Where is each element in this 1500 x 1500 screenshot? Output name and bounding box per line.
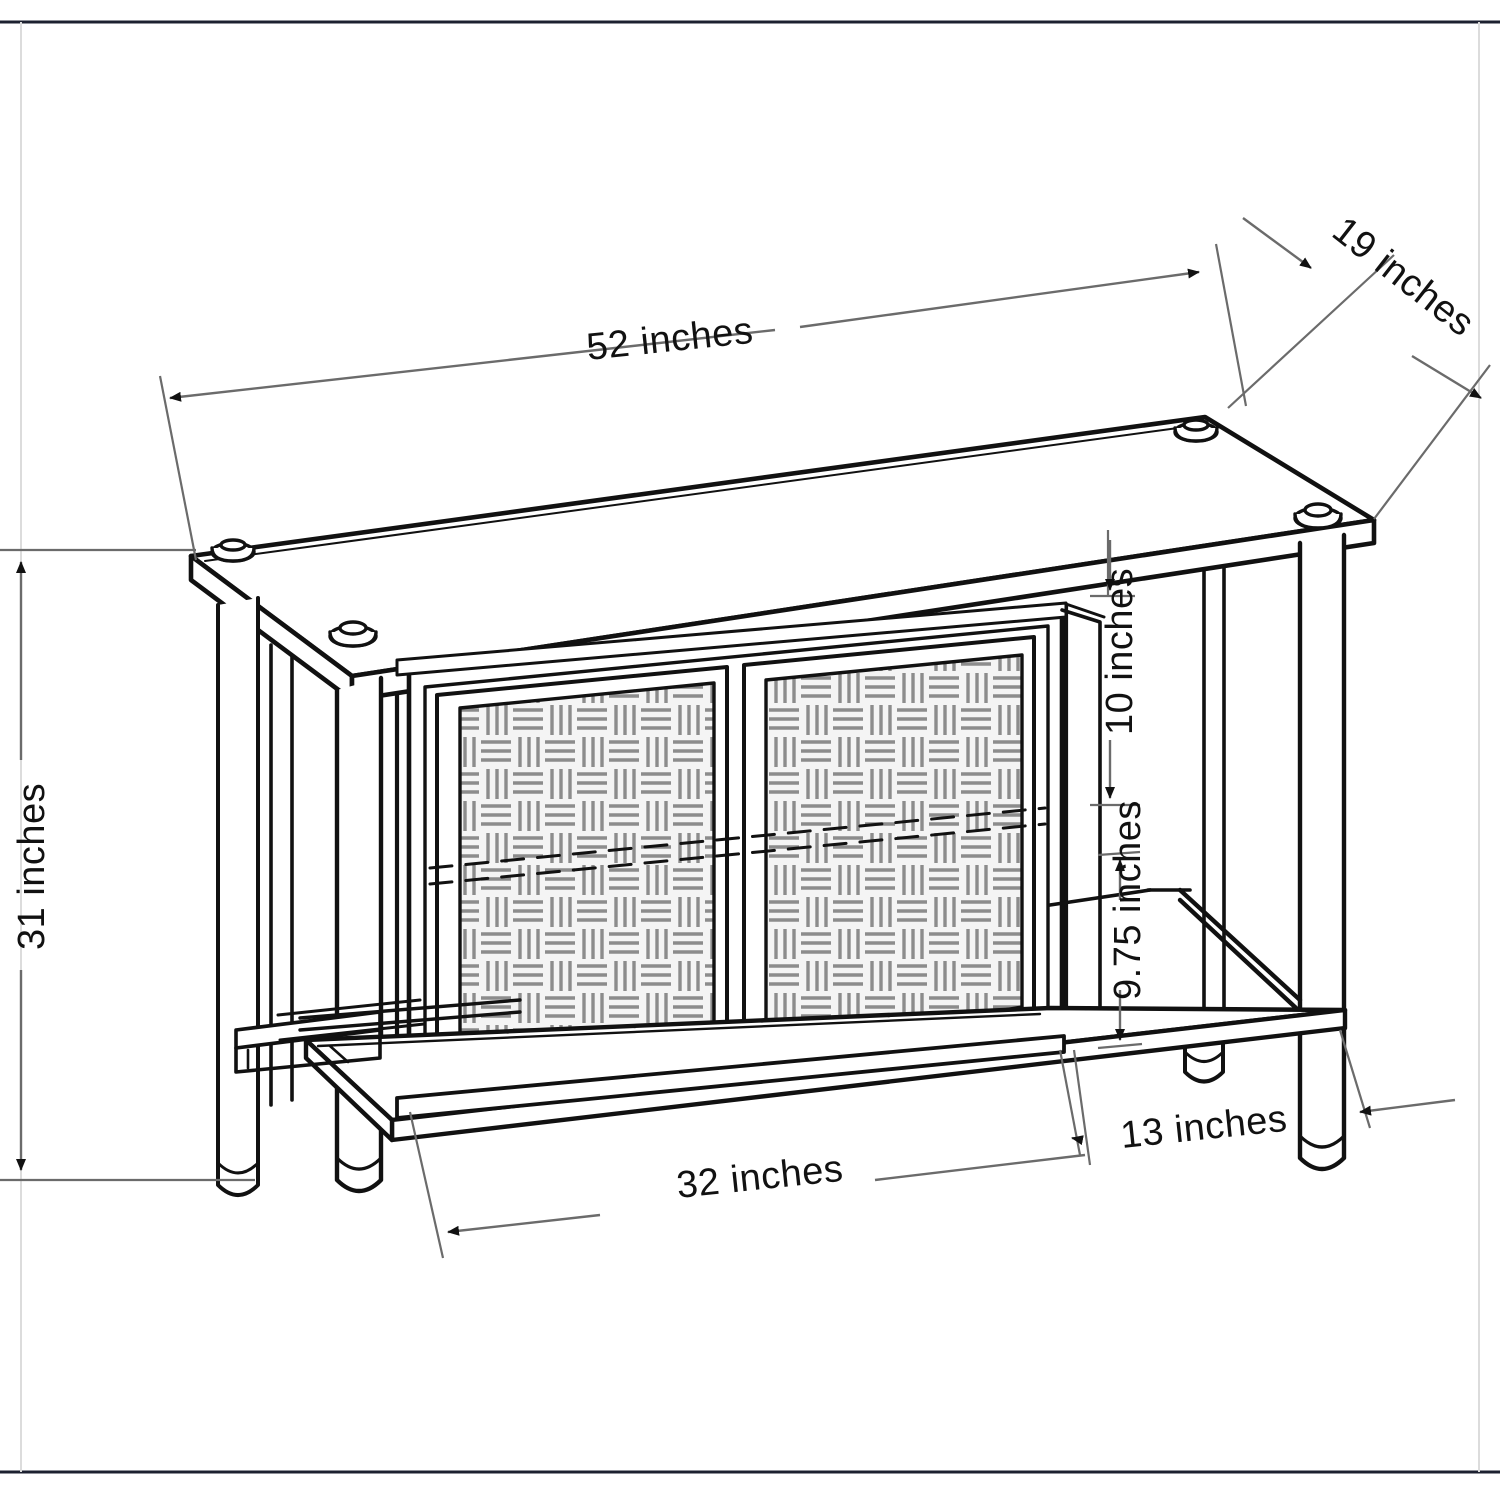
furniture-drawing [188, 414, 1377, 1197]
dim-label-shelf-depth: 13 inches [1119, 1098, 1290, 1157]
rear-cross-rail [298, 998, 522, 1032]
leg-front-right [1297, 532, 1347, 1172]
grommet-front-right [1293, 502, 1343, 530]
grommet-front-left [328, 620, 378, 648]
cabinet-bottom-apron [395, 1034, 1066, 1120]
dim-9.75-inches [1097, 850, 1143, 1050]
internal-shelf-hidden-lines [428, 806, 1047, 886]
dim-32-inches [408, 1049, 1092, 1259]
dimension-lines [0, 217, 1491, 1259]
dim-label-height-overall: 31 inches [11, 783, 53, 950]
dim-label-width-top: 52 inches [585, 310, 756, 369]
top-grommets [210, 418, 1343, 648]
dim-31-inches [0, 548, 255, 1182]
grommet-back-right [1173, 418, 1219, 443]
door-left-weave-panel [458, 681, 716, 1068]
dim-19-inches [1227, 217, 1491, 520]
right-side-brace [1177, 887, 1303, 1011]
dim-label-depth-top: 19 inches [1324, 209, 1482, 345]
dim-10-inches [1090, 530, 1140, 807]
right-brace-rail-2 [1048, 888, 1152, 907]
dim-label-shelf-width: 32 inches [675, 1148, 846, 1207]
cabinet-right-side [1060, 602, 1106, 1042]
dim-52-inches [158, 243, 1248, 561]
dim-label-door-height: 10 inches [1099, 568, 1141, 735]
dim-13-inches [1058, 1029, 1456, 1156]
door-right[interactable] [742, 635, 1036, 1067]
door-left[interactable] [435, 665, 729, 1082]
leg-rear-left [216, 596, 260, 1197]
dim-label-shelf-clearance: 9.75 inches [1107, 800, 1149, 1000]
grommet-back-left [210, 538, 256, 563]
door-right-weave-panel [764, 653, 1024, 1052]
